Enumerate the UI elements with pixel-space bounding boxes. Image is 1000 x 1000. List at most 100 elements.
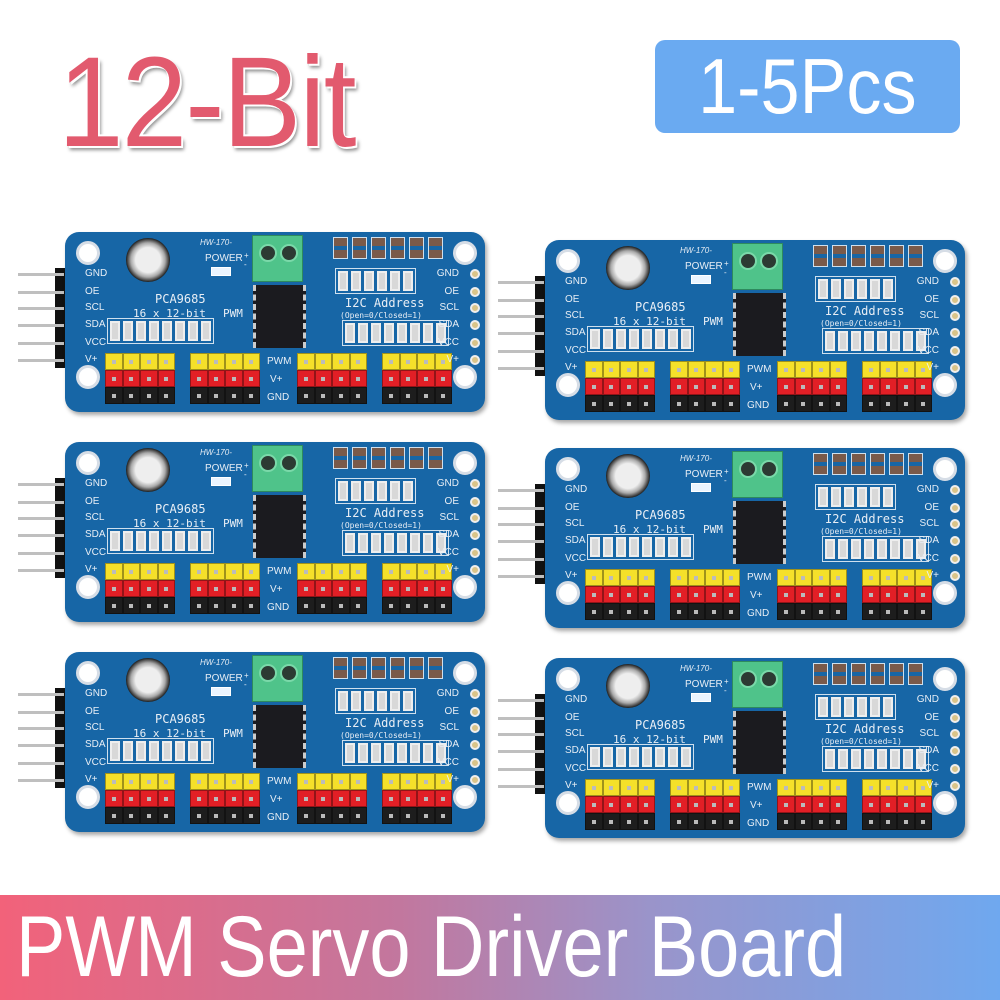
header-pin	[18, 273, 64, 276]
servo-header-group	[670, 361, 740, 412]
solder-pad	[950, 554, 960, 564]
right-pin-label: SCL	[919, 728, 939, 739]
left-pin-label: GND	[85, 688, 108, 699]
solder-pad	[470, 548, 480, 558]
address-resistors	[815, 276, 896, 302]
screw	[280, 454, 298, 472]
mounting-hole	[556, 249, 580, 273]
left-pin-label: VCC	[85, 547, 107, 558]
solder-pad	[950, 713, 960, 723]
servo-header-group	[190, 563, 260, 614]
servo-header-group	[105, 773, 175, 824]
solder-pad	[950, 781, 960, 791]
solder-pad	[950, 328, 960, 338]
right-pin-label: OE	[924, 294, 939, 305]
mounting-hole	[453, 785, 477, 809]
row-label-gnd: GND	[267, 812, 290, 823]
address-jumpers	[333, 237, 443, 259]
address-jumpers	[813, 245, 923, 267]
servo-header-group	[777, 779, 847, 830]
right-pin-label: GND	[916, 484, 939, 495]
header-pin	[18, 501, 64, 504]
i2c-address-label: I2C Address	[825, 722, 905, 736]
pwm-label: PWM	[223, 517, 243, 530]
screw-terminal	[732, 661, 783, 708]
spec-label: 16 x 12-bit	[133, 307, 206, 320]
pwm-label: PWM	[223, 307, 243, 320]
left-pin-label: SDA	[565, 327, 586, 338]
header-pin	[498, 785, 544, 788]
screw-terminal	[252, 445, 303, 492]
power-polarity: + -	[724, 259, 729, 277]
right-pin-label: VCC	[917, 553, 939, 564]
screw	[259, 664, 277, 682]
right-pin-label: SDA	[438, 529, 459, 540]
resistor-array	[822, 746, 929, 772]
solder-pad	[470, 723, 480, 733]
header-pin	[498, 507, 544, 510]
left-pin-label: SDA	[565, 535, 586, 546]
right-pin-label: SDA	[438, 319, 459, 330]
left-pin-label: SDA	[85, 739, 106, 750]
right-pin-label: GND	[436, 268, 459, 279]
solder-pad	[470, 479, 480, 489]
header-pin	[498, 540, 544, 543]
pca9685-board: HW-170- POWER + - PCA9685 16 x 12-bit PW…	[545, 658, 965, 838]
header-pin	[18, 693, 64, 696]
power-label: POWER	[205, 463, 243, 474]
resistor-array	[822, 536, 929, 562]
header-pin	[498, 281, 544, 284]
header-pin	[498, 367, 544, 370]
right-pin-label: VCC	[917, 345, 939, 356]
screw	[280, 244, 298, 262]
row-label-gnd: GND	[267, 602, 290, 613]
solder-pad	[470, 269, 480, 279]
left-pin-label: V+	[565, 362, 578, 373]
right-pin-label: GND	[916, 694, 939, 705]
right-pin-label: SDA	[918, 535, 939, 546]
power-label: POWER	[685, 261, 723, 272]
right-pin-label: VCC	[437, 337, 459, 348]
servo-header-group	[297, 773, 367, 824]
resistor-array	[107, 528, 214, 554]
capacitor	[606, 246, 650, 290]
address-jumpers	[813, 663, 923, 685]
solder-pad	[950, 729, 960, 739]
header-pin	[498, 717, 544, 720]
header-pin	[18, 762, 64, 765]
address-jumpers	[333, 657, 443, 679]
row-label-pwm: PWM	[267, 776, 292, 787]
mounting-hole	[76, 241, 100, 265]
resistor-array	[342, 530, 449, 556]
header-pin	[498, 523, 544, 526]
mounting-hole	[933, 791, 957, 815]
servo-header-group	[777, 361, 847, 412]
power-polarity: + -	[724, 467, 729, 485]
spec-label: 16 x 12-bit	[133, 517, 206, 530]
model-label: HW-170-	[200, 448, 232, 457]
header-pin	[498, 750, 544, 753]
board-photo: HW-170- POWER + - PCA9685 16 x 12-bit PW…	[18, 652, 488, 837]
mounting-hole	[556, 791, 580, 815]
header-pin	[498, 332, 544, 335]
header-pin	[18, 359, 64, 362]
header-pin	[498, 489, 544, 492]
right-pin-label: OE	[444, 286, 459, 297]
right-pin-label: SDA	[918, 327, 939, 338]
mounting-hole	[76, 575, 100, 599]
mounting-hole	[453, 661, 477, 685]
row-label-pwm: PWM	[267, 566, 292, 577]
power-led	[211, 267, 231, 276]
model-label: HW-170-	[200, 658, 232, 667]
power-led	[691, 275, 711, 284]
header-pin	[498, 699, 544, 702]
address-resistors	[815, 694, 896, 720]
screw	[259, 454, 277, 472]
header-pin	[498, 733, 544, 736]
header-pin	[18, 534, 64, 537]
capacitor	[126, 448, 170, 492]
row-label-gnd: GND	[747, 608, 770, 619]
capacitor	[126, 658, 170, 702]
header-pin	[18, 307, 64, 310]
i2c-address-label: I2C Address	[825, 304, 905, 318]
